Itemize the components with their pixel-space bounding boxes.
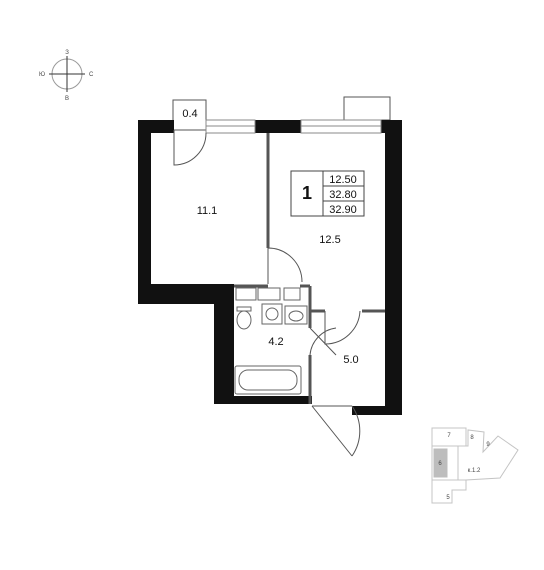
key-plan-section-9: 9 xyxy=(486,442,490,448)
entrance-door-swing xyxy=(311,405,361,457)
exterior-walls xyxy=(138,120,402,415)
shaft-2 xyxy=(257,287,281,301)
room-label-right: 12.5 xyxy=(319,234,340,246)
room-label-left: 11.1 xyxy=(197,205,218,217)
key-plan-section-7: 7 xyxy=(447,433,451,439)
wall-left xyxy=(138,120,151,304)
key-plan-building-label: к.1.2 xyxy=(468,468,481,474)
summary-area-with-balcony: 32.90 xyxy=(329,204,357,216)
shaft-1 xyxy=(235,287,257,301)
windows xyxy=(205,119,382,134)
wall-bottom-left xyxy=(214,396,312,404)
bathtub xyxy=(234,365,302,395)
key-plan-section-5: 5 xyxy=(446,495,450,501)
compass-north-label: З xyxy=(65,50,69,56)
key-plan-section-6: 6 xyxy=(438,461,442,467)
wall-top-middle xyxy=(255,120,301,133)
sink xyxy=(284,305,308,325)
wall-top-right xyxy=(381,120,402,133)
wall-bottom-right xyxy=(352,406,402,415)
balcony-door-swing xyxy=(173,130,207,166)
compass-south-label: В xyxy=(65,96,69,102)
balcony-right xyxy=(343,96,391,121)
toilet-tank xyxy=(236,306,252,312)
key-plan-outline xyxy=(431,427,519,504)
hall-door-swing xyxy=(324,310,361,345)
compass: З В Ю С xyxy=(39,50,94,102)
toilet-bowl xyxy=(236,310,252,330)
wall-bath-left xyxy=(214,284,234,404)
key-plan-highlight xyxy=(433,448,448,478)
room-label-bathroom: 4.2 xyxy=(268,336,283,348)
compass-west-label: Ю xyxy=(39,72,45,78)
key-plan xyxy=(431,427,519,504)
compass-east-label: С xyxy=(89,72,94,78)
washing-machine xyxy=(261,303,283,325)
wall-ledge xyxy=(138,284,234,304)
wall-right xyxy=(385,120,402,415)
summary-frame xyxy=(290,170,365,217)
summary-rooms-count: 1 xyxy=(302,183,312,203)
bathroom-fixtures xyxy=(234,287,308,395)
summary-living-area: 12.50 xyxy=(329,174,357,186)
loggia xyxy=(172,99,207,131)
summary-total-area: 32.80 xyxy=(329,189,357,201)
key-plan-section-8: 8 xyxy=(470,435,474,441)
room-label-balcony: 0.4 xyxy=(182,108,197,120)
partitions xyxy=(234,133,385,404)
bath-door-swing xyxy=(309,327,337,356)
room-label-hall: 5.0 xyxy=(343,354,358,366)
summary-box: 1 12.50 32.80 32.90 xyxy=(290,170,365,217)
shaft-3 xyxy=(283,287,301,301)
room-door-swing xyxy=(267,247,303,284)
